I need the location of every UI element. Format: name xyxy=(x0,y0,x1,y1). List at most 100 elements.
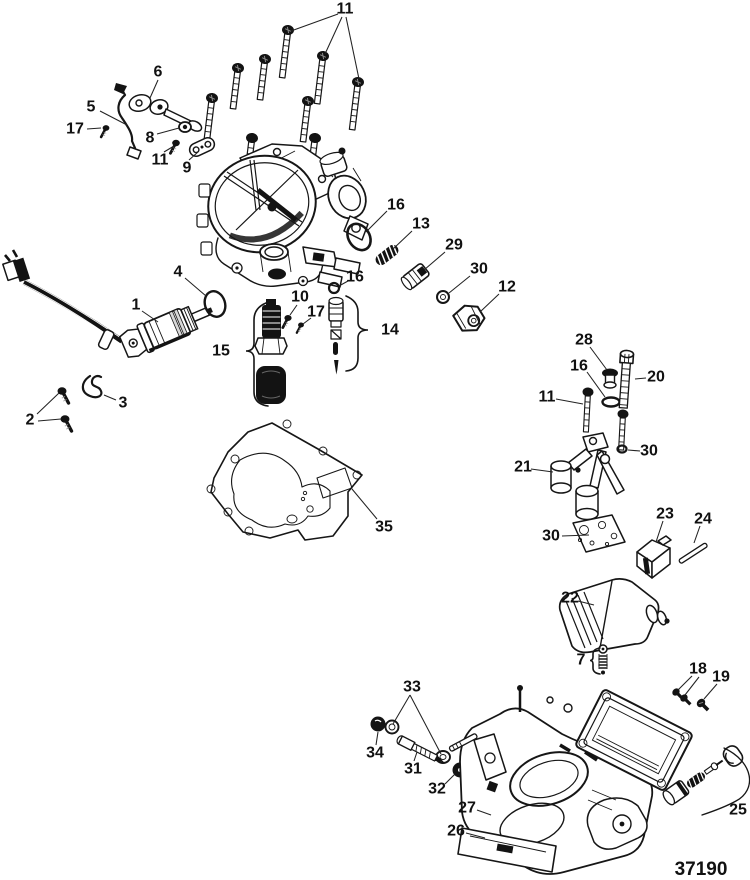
part-callout-18: 18 xyxy=(689,661,707,678)
leader-line xyxy=(36,392,60,415)
throttle-shaft-lever xyxy=(448,733,478,752)
part-callout-28: 28 xyxy=(575,332,593,349)
pump-bolt xyxy=(618,349,635,409)
leader-line xyxy=(677,675,693,691)
cover-screw xyxy=(345,75,366,131)
bracket-brace-7 xyxy=(589,647,601,675)
choke-rod xyxy=(117,86,137,150)
leader-line xyxy=(409,694,442,755)
leader-line xyxy=(99,110,128,126)
part-callout-11: 11 xyxy=(337,1,354,18)
cover-screw xyxy=(200,91,220,141)
bracket-brace-14 xyxy=(345,295,369,372)
leader-line xyxy=(627,449,641,452)
part-callout-31: 31 xyxy=(404,761,422,778)
fitting-o-ring xyxy=(601,396,621,408)
part-callout-16: 16 xyxy=(387,197,405,214)
leader-line xyxy=(37,418,62,422)
accelerator-pump-cover xyxy=(558,578,670,654)
cover-screw-small xyxy=(295,321,306,334)
float-bowl xyxy=(575,689,693,791)
cover-left-bosses xyxy=(196,183,213,256)
part-callout-33: 33 xyxy=(403,679,421,696)
bracket-screw xyxy=(582,387,594,433)
leader-line xyxy=(479,293,500,313)
cover-screw xyxy=(226,61,246,111)
part-callout-34: 34 xyxy=(366,745,384,762)
part-callout-11: 11 xyxy=(539,389,556,406)
part-callout-17: 17 xyxy=(66,121,84,138)
leader-line xyxy=(375,731,379,746)
part-callout-14: 14 xyxy=(381,322,399,339)
leader-line xyxy=(444,773,456,785)
part-callout-2: 2 xyxy=(26,412,35,429)
part-callout-9: 9 xyxy=(183,160,192,177)
part-callout-16: 16 xyxy=(570,358,588,375)
leader-line xyxy=(365,210,388,233)
leader-line xyxy=(351,488,378,520)
part-callout-29: 29 xyxy=(445,237,463,254)
o-ring-large xyxy=(346,222,372,252)
pump-pivot-pin xyxy=(678,542,708,564)
solenoid-assembly xyxy=(2,249,227,433)
cover-screw-small xyxy=(281,313,293,329)
bowl-screw xyxy=(680,694,692,706)
leader-line xyxy=(289,304,298,316)
part-callout-32: 32 xyxy=(428,781,446,798)
leader-line xyxy=(555,398,584,405)
check-valve xyxy=(400,263,430,291)
cable-clamp xyxy=(97,329,115,351)
leader-line xyxy=(163,145,175,153)
leader-line xyxy=(589,346,608,371)
bracket-brace-15 xyxy=(245,302,269,407)
leader-line xyxy=(392,230,413,250)
throttle-link-plate xyxy=(188,137,216,157)
pump-gasket-plate xyxy=(572,514,626,553)
choke-linkage-group xyxy=(99,83,216,160)
part-callout-12: 12 xyxy=(498,279,516,296)
carburetor-body xyxy=(448,685,693,875)
bracket-curve-25 xyxy=(701,747,750,816)
cover-screw xyxy=(310,49,331,105)
linkage-washer xyxy=(178,121,192,133)
bowl-screw-large xyxy=(696,698,710,712)
part-callout-17: 17 xyxy=(307,304,325,321)
part-callout-27: 27 xyxy=(458,800,476,817)
part-callout-7: 7 xyxy=(577,652,586,669)
choke-cam-lever xyxy=(128,93,203,132)
wire-clip xyxy=(81,374,103,399)
part-callout-30: 30 xyxy=(542,528,560,545)
bracket-screw xyxy=(617,409,629,451)
part-callout-8: 8 xyxy=(146,130,155,147)
fuel-inlet-fitting xyxy=(452,304,486,332)
part-callout-25: 25 xyxy=(729,802,747,819)
needle-seat-o-ring xyxy=(327,281,341,295)
choke-rod-end xyxy=(114,83,127,94)
leader-line xyxy=(103,394,117,401)
leader-line xyxy=(413,751,418,762)
part-callout-6: 6 xyxy=(154,64,163,81)
solenoid-screw xyxy=(58,413,74,433)
pump-lever-bracket xyxy=(550,432,625,521)
leader-line xyxy=(141,310,159,323)
linkage-screw xyxy=(169,138,182,155)
part-callout-16: 16 xyxy=(346,269,364,286)
leader-line xyxy=(324,16,343,55)
leader-line xyxy=(345,16,360,80)
leader-line xyxy=(561,534,590,537)
leader-line xyxy=(530,468,554,473)
leader-line xyxy=(188,151,199,161)
small-o-ring xyxy=(616,444,628,454)
part-callout-13: 13 xyxy=(412,216,430,233)
part-callout-15: 15 xyxy=(212,343,230,360)
cover-screw xyxy=(253,52,273,102)
part-callout-22: 22 xyxy=(561,590,579,607)
part-callout-26: 26 xyxy=(447,823,465,840)
leader-line xyxy=(302,317,312,325)
leader-line xyxy=(423,251,446,271)
leader-line xyxy=(655,520,664,543)
part-callout-23: 23 xyxy=(656,506,674,523)
part-callout-1: 1 xyxy=(132,297,141,314)
